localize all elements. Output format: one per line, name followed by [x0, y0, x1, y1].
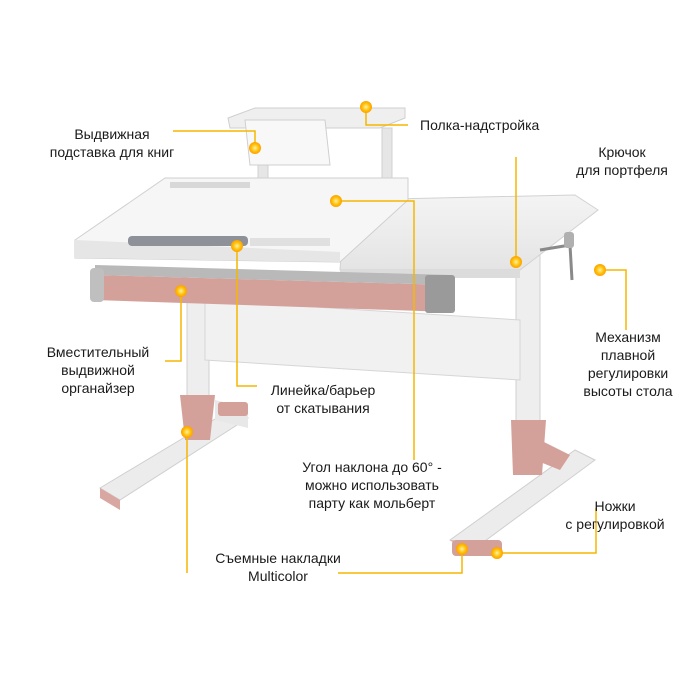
marker-tilt — [330, 195, 342, 207]
marker-shelf — [360, 101, 372, 113]
desk-top — [74, 177, 599, 278]
label-height-mechanism: Механизм плавной регулировки высоты стол… — [583, 329, 673, 399]
crank-handle — [539, 232, 574, 281]
marker-covers — [181, 426, 193, 438]
marker-book-stand — [249, 142, 261, 154]
label-ruler: Линейка/барьер от скатывания — [270, 382, 376, 416]
marker-ruler — [231, 240, 243, 252]
top-shelf — [227, 107, 406, 179]
label-book-stand: Выдвижная подставка для книг — [49, 126, 175, 160]
callout-lines — [165, 108, 627, 574]
marker-covers-2 — [456, 543, 468, 555]
label-feet: Ножки с регулировкой — [565, 498, 665, 532]
label-shelf: Полка-надстройка — [420, 117, 540, 133]
label-hook: Крючок для портфеля — [576, 144, 668, 178]
label-covers: Съемные накладки Multicolor — [215, 550, 341, 584]
marker-feet — [491, 547, 503, 559]
label-organizer: Вместительный выдвижной органайзер — [46, 344, 150, 396]
marker-hook — [510, 256, 522, 268]
marker-organizer — [175, 285, 187, 297]
desk-base — [99, 254, 596, 556]
marker-dots — [175, 101, 606, 559]
label-tilt: Угол наклона до 60° - можно использовать… — [302, 459, 442, 511]
drawer — [90, 265, 455, 313]
marker-height — [594, 264, 606, 276]
